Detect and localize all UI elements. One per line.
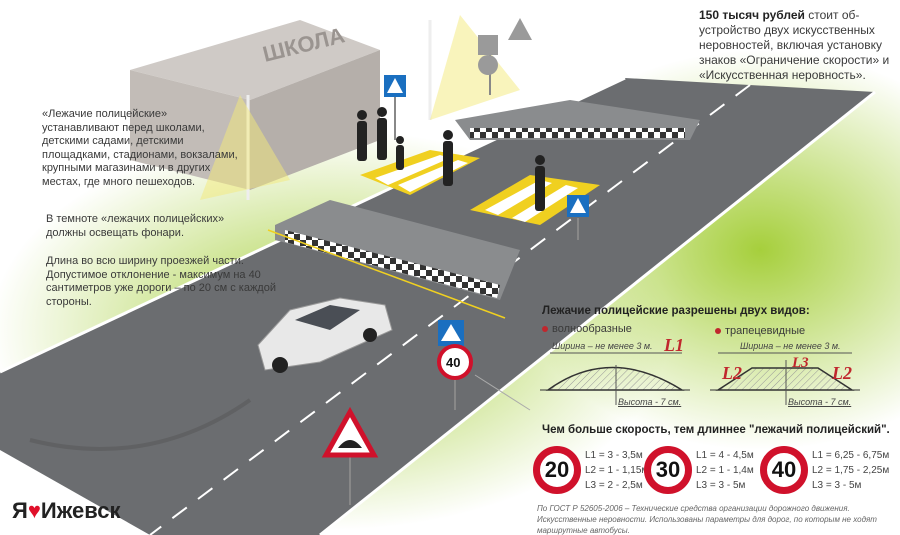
trap-height-label: Высота - 7 см.	[788, 397, 852, 407]
l2-value: L2 = 1,75 - 2,25м	[812, 464, 890, 476]
l2-value: L2 = 1 - 1,15м	[585, 464, 649, 476]
l1-value: L1 = 3 - 3,5м	[585, 449, 643, 461]
warning-sign-icon	[478, 18, 532, 95]
l3-value: L3 = 2 - 2,5м	[585, 479, 643, 491]
types-title: Лежачие полицейские разрешены двух видов…	[542, 305, 810, 317]
trapezoid-profile-diagram	[710, 352, 860, 405]
logo-city: Ижевск	[40, 498, 121, 523]
car-icon	[257, 297, 393, 373]
logo: Я♥Ижевск	[12, 498, 120, 524]
trap-label: трапецевидные	[725, 325, 806, 337]
speed-30-group: 30 L1 = 4 - 4,5м L2 = 1 - 1,4м L3 = 3 - 5м	[644, 446, 754, 494]
wave-width-label: Ширина – не менее 3 м.	[552, 341, 653, 351]
trap-width-label: Ширина – не менее 3 м.	[740, 341, 841, 351]
l1-value: L1 = 6,25 - 6,75м	[812, 449, 890, 461]
wave-label: волнообразные	[552, 323, 632, 335]
l1-value: L1 = 4 - 4,5м	[696, 449, 754, 461]
cost-text: стоит об-устройство двух искусственных н…	[699, 8, 890, 82]
speed-20-group: 20 L1 = 3 - 3,5м L2 = 1 - 1,15м L3 = 2 - 2…	[533, 446, 648, 494]
street-lamp-icon	[200, 15, 520, 200]
bullet-icon	[542, 326, 548, 332]
center-line	[149, 84, 751, 535]
bump-checker	[285, 230, 500, 298]
bullet-icon	[715, 328, 721, 334]
cost-amount: 150 тысяч рублей	[699, 8, 805, 22]
speed-sign-value: 40	[446, 355, 461, 370]
speed-sign-40: 40	[760, 446, 808, 494]
skid-marks	[29, 398, 252, 451]
width-marker	[267, 229, 506, 319]
speed-sign-30: 30	[644, 446, 692, 494]
speed-sign-20: 20	[533, 446, 581, 494]
wave-type-label: волнообразные	[542, 323, 632, 337]
wave-height-label: Высота - 7 см.	[618, 397, 682, 407]
speeds-title: Чем больше скорость, тем длиннее "лежачи…	[542, 424, 890, 436]
bump-sign-icon	[321, 320, 464, 505]
note-length: Длина во всю ширину проезжей части. Допу…	[46, 255, 276, 308]
speed-40-group: 40 L1 = 6,25 - 6,75м L2 = 1,75 - 2,25м L3 …	[760, 446, 889, 494]
road-edge	[319, 90, 876, 535]
footnote: По ГОСТ Р 52605-2006 – Технические средс…	[537, 504, 877, 535]
trap-L3-label: L3	[792, 355, 809, 371]
note-locations: «Лежачие полицейские» устанавливают пере…	[42, 108, 238, 188]
l2-value: L2 = 1 - 1,4м	[696, 464, 754, 476]
bump-checker	[470, 128, 685, 138]
note-lighting: В темноте «лежачих полицейских» должны о…	[46, 213, 225, 239]
l3-value: L3 = 3 - 5м	[696, 479, 746, 491]
crosswalk-sign-icon	[384, 75, 589, 240]
cost-note: 150 тысяч рублей стоит об-устройство дву…	[699, 8, 894, 83]
logo-ya: Я	[12, 498, 28, 523]
trap-L2-right-label: L2	[832, 363, 852, 383]
l3-value: L3 = 3 - 5м	[812, 479, 862, 491]
wave-L1-label: L1	[664, 335, 684, 355]
trap-L2-left-label: L2	[722, 363, 742, 383]
pointer-line	[474, 374, 531, 411]
pedestrians-icon	[357, 107, 545, 211]
trap-type-label: трапецевидные	[715, 325, 805, 339]
heart-icon: ♥	[27, 498, 41, 523]
wave-profile-diagram	[540, 352, 690, 405]
speed-limit-sign	[437, 344, 473, 380]
